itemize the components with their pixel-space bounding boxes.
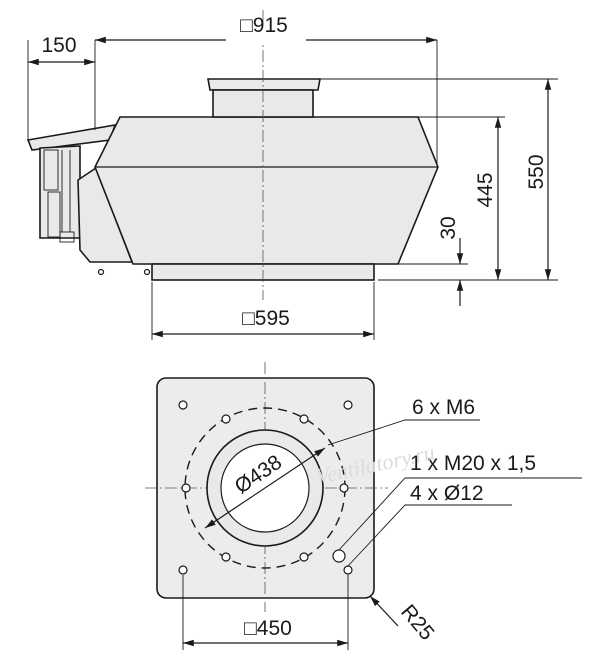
radius-arrow: [369, 595, 399, 627]
base-label: □595: [242, 307, 290, 330]
dim-hole-spacing: □450: [182, 575, 349, 650]
mounting-hole: [343, 565, 353, 575]
base-height-label: 30: [437, 216, 460, 239]
bolt-hole: [181, 483, 191, 493]
side-view: □915 150 □595 550 445: [26, 10, 558, 340]
bolt-hole: [299, 414, 309, 424]
mounting-hole: [343, 400, 353, 410]
dim-base-height: 30: [398, 216, 468, 306]
dim-base: □595: [151, 282, 375, 340]
frame-screw: [97, 268, 105, 276]
overall-width-label: □915: [240, 14, 288, 37]
hole-spacing-label: □450: [244, 617, 292, 640]
bolt-hole: [339, 483, 349, 493]
mounting-hole: [178, 565, 188, 575]
dim-motor-box: 150: [27, 34, 95, 140]
cable-gland: [332, 549, 346, 563]
bolt-hole: [221, 414, 231, 424]
motor-box-label: 150: [41, 34, 76, 57]
bolt-spec-label: 6 x M6: [412, 396, 475, 419]
fan-housing: [94, 116, 439, 265]
dim-overall-width: □915: [94, 14, 438, 165]
dim-housing-height: 445: [418, 116, 505, 280]
radius-label: R25: [396, 600, 438, 644]
top-view: Ø438 6 x M6 1 x M20 x 1,5 4 x Ø12 □450 R…: [145, 362, 582, 650]
cable-gland-label: 1 x M20 x 1,5: [410, 452, 536, 475]
exhaust-collar: [207, 78, 321, 91]
mounting-hole: [178, 400, 188, 410]
bolt-hole: [299, 552, 309, 562]
mounting-holes-label: 4 x Ø12: [410, 482, 484, 505]
terminal-box: [26, 123, 117, 243]
support-frame: [77, 166, 134, 263]
dim-total-height: 550: [320, 78, 558, 281]
housing-height-label: 445: [474, 172, 497, 207]
bolt-hole: [221, 552, 231, 562]
diameter-line: [204, 447, 326, 529]
total-height-label: 550: [525, 154, 548, 189]
